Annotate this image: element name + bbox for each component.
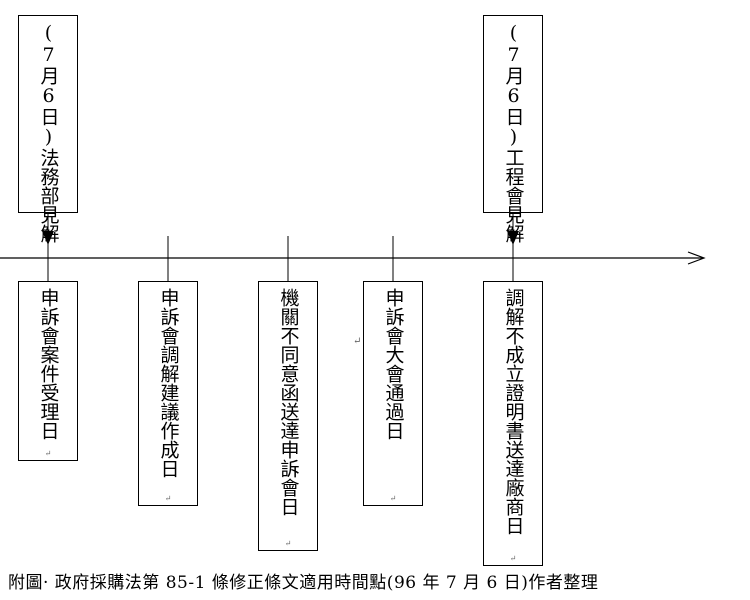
bottom-event-box-3: 機關不同意函送達申訴會日 ↵: [258, 281, 318, 551]
top-event-label: (7月6日)法務部見解: [37, 22, 60, 243]
paragraph-mark: ↵: [353, 336, 362, 347]
axis-arrowhead: [687, 251, 706, 265]
bottom-event-box-2: 申訴會調解建議作成日 ↵: [138, 281, 198, 506]
paragraph-mark: ↵: [164, 494, 172, 503]
bottom-event-label: 申訴會調解建議作成日: [157, 288, 180, 478]
bottom-event-label: 機關不同意函送達申訴會日: [277, 288, 300, 516]
paragraph-mark: ↵: [389, 494, 397, 503]
bottom-event-box-5: 調解不成立證明書送達廠商日 ↵: [483, 281, 543, 566]
top-event-box-1: (7月6日)法務部見解: [18, 15, 78, 243]
top-event-box-2: (7月6日)工程會見解: [483, 15, 543, 243]
paragraph-mark: ↵: [44, 449, 52, 458]
down-triangle-2: [507, 231, 519, 245]
bottom-event-box-4: 申訴會大會通過日 ↵: [363, 281, 423, 506]
top-event-label: (7月6日)工程會見解: [502, 22, 525, 243]
bottom-event-label: 調解不成立證明書送達廠商日: [502, 288, 525, 535]
paragraph-mark: ↵: [284, 539, 292, 548]
paragraph-mark: ↵: [509, 554, 517, 563]
bottom-event-box-1: 申訴會案件受理日 ↵: [18, 281, 78, 461]
bottom-event-label: 申訴會案件受理日: [37, 288, 60, 440]
bottom-event-label: 申訴會大會通過日: [382, 288, 405, 440]
down-triangle-1: [42, 231, 54, 245]
figure-caption: 附圖· 政府採購法第 85-1 條修正條文適用時間點(96 年 7 月 6 日)…: [8, 573, 599, 593]
